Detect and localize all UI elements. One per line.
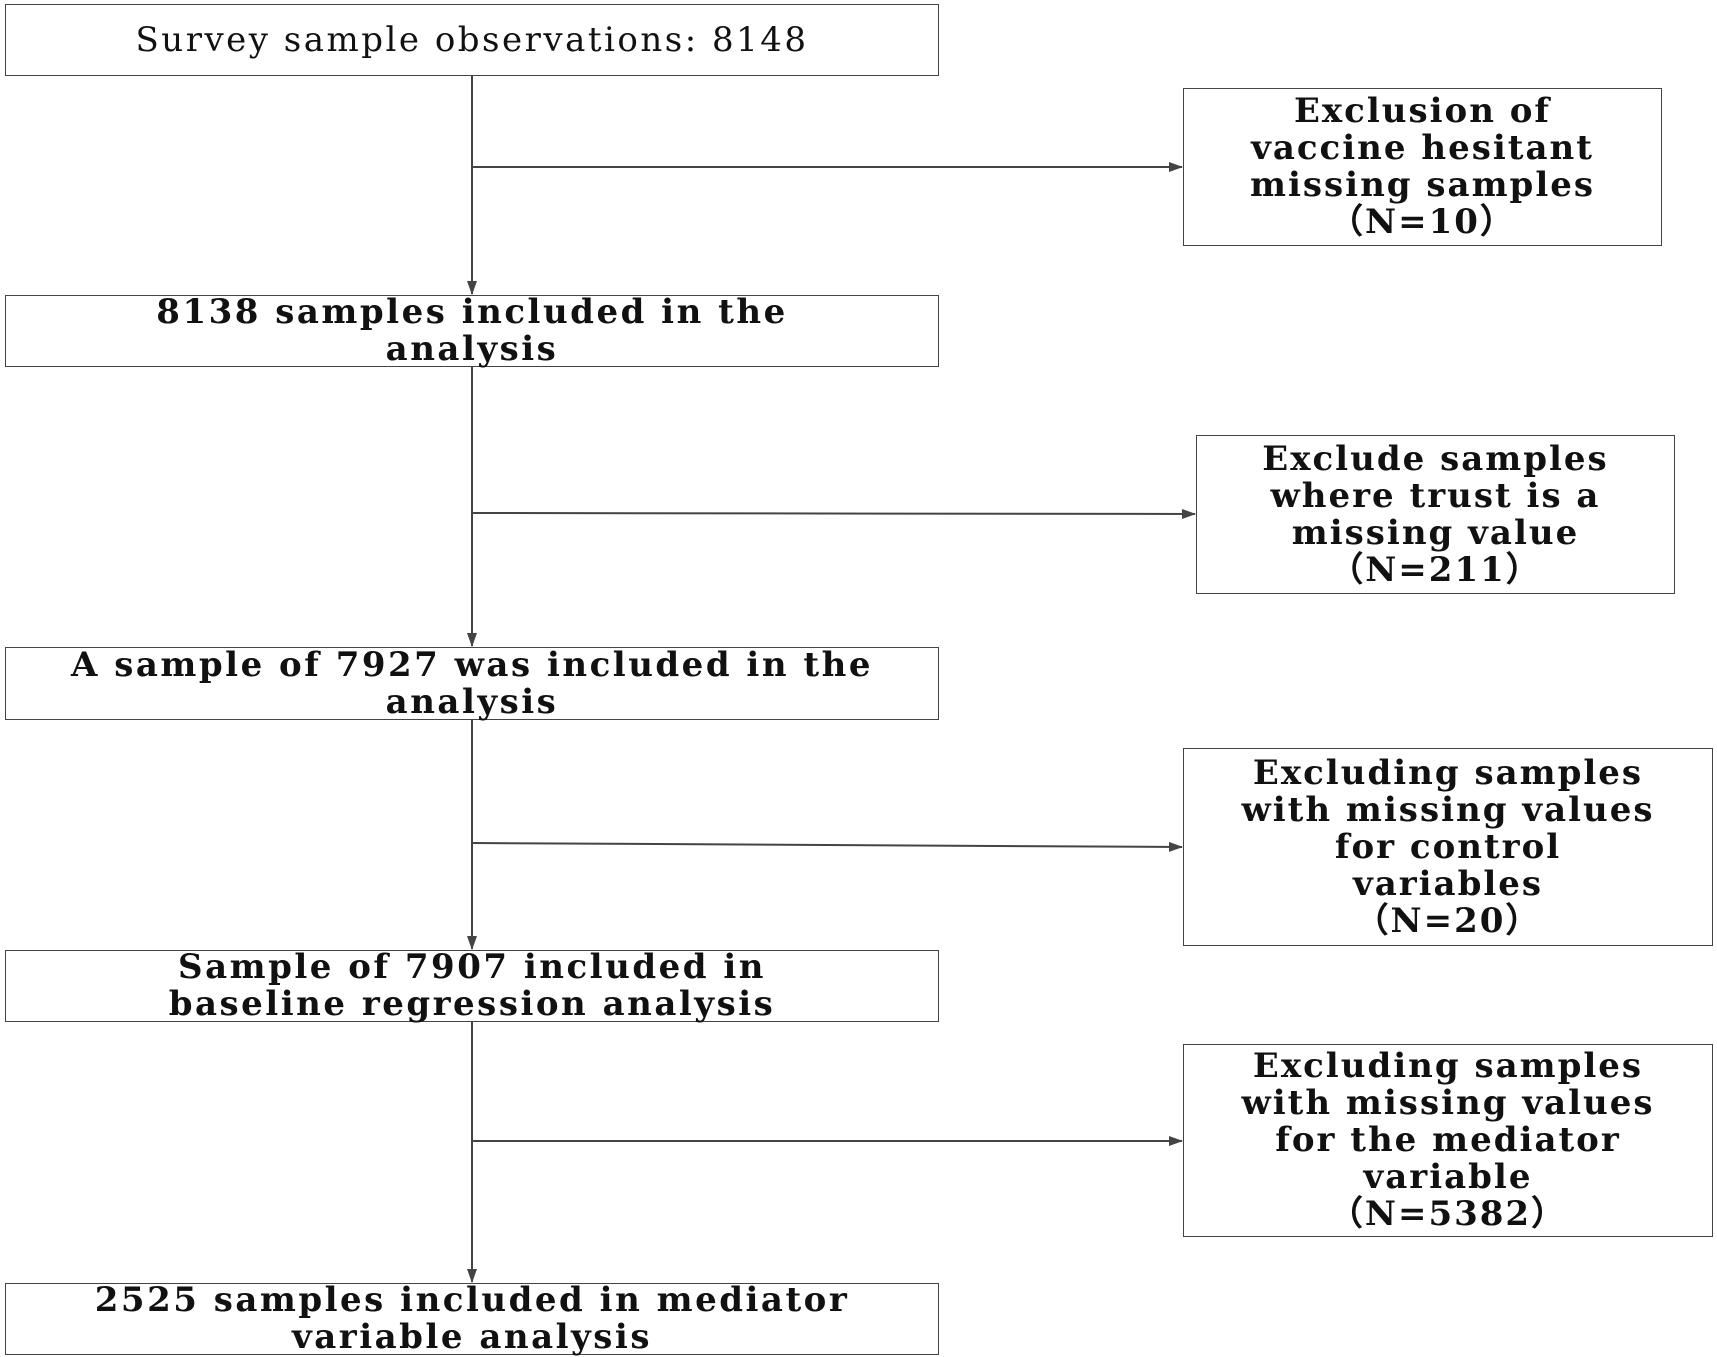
main-box-7927-included: A sample of 7927 was included in the ana… xyxy=(5,644,939,722)
main-box-4-text: Sample of 7907 included in baseline regr… xyxy=(168,947,776,1024)
exclusion-4-line-1: Excluding samples xyxy=(1252,1046,1644,1086)
exclusion-1-line-1: Exclusion of xyxy=(1293,91,1552,131)
exclusion-3-line-4: variables xyxy=(1352,863,1544,904)
main-box-2525-mediator: 2525 samples included in mediator variab… xyxy=(5,1280,939,1357)
main-box-5-text: 2525 samples included in mediator variab… xyxy=(94,1280,850,1357)
exclusion-1-line-2: vaccine hesitant xyxy=(1251,128,1594,168)
main-box-1-text: Survey sample observations: 8148 xyxy=(135,19,809,60)
exclusion-2-line-1: Exclude samples xyxy=(1262,438,1609,479)
exclusion-3-line-5: （N=20） xyxy=(1354,900,1542,941)
exclusion-4-line-4: variable xyxy=(1363,1157,1533,1197)
exclusion-2-line-4: （N=211） xyxy=(1329,549,1542,590)
main-box-7907-baseline: Sample of 7907 included in baseline regr… xyxy=(5,947,939,1024)
exclusion-3-line-1: Excluding samples xyxy=(1252,752,1644,793)
exclusion-4-line-5: （N=5382） xyxy=(1328,1194,1568,1234)
exclusion-box-mediator-variable: Excluding samples with missing values fo… xyxy=(1183,1044,1713,1237)
exclusion-box-vaccine-hesitant: Exclusion of vaccine hesitant missing sa… xyxy=(1183,88,1662,246)
exclusion-arrow-3 xyxy=(471,841,1183,852)
exclusion-box-control-variables: Excluding samples with missing values fo… xyxy=(1183,748,1713,946)
main-box-survey-observations: Survey sample observations: 8148 xyxy=(5,4,939,76)
exclusion-4-line-3: for the mediator xyxy=(1275,1120,1621,1160)
exclusion-4-line-2: with missing values xyxy=(1241,1083,1655,1123)
main-box-3-text: A sample of 7927 was included in the ana… xyxy=(71,644,873,722)
exclusion-3-line-3: for control xyxy=(1334,826,1562,867)
exclusion-3-line-2: with missing values xyxy=(1241,789,1655,830)
main-box-8138-included: 8138 samples included in the analysis xyxy=(5,292,939,369)
exclusion-1-line-3: missing samples xyxy=(1249,165,1596,205)
exclusion-2-line-2: where trust is a xyxy=(1270,475,1601,516)
exclusion-box-trust-missing: Exclude samples where trust is a missing… xyxy=(1196,435,1675,594)
exclusion-arrow-2 xyxy=(471,508,1196,519)
main-box-2-text: 8138 samples included in the analysis xyxy=(156,292,788,369)
exclusion-1-line-4: （N=10） xyxy=(1329,202,1516,242)
exclusion-2-line-3: missing value xyxy=(1291,512,1580,553)
